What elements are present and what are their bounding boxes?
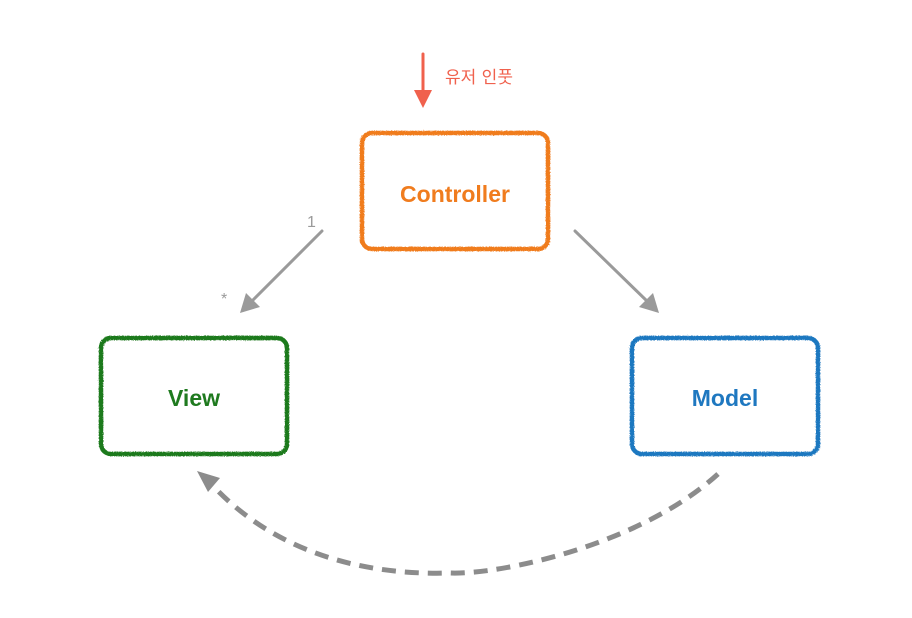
view-multiplicity-label: * bbox=[221, 291, 227, 308]
controller-to-model-arrow bbox=[573, 229, 659, 313]
controller-node[interactable]: Controller bbox=[359, 130, 551, 252]
controller-label: Controller bbox=[400, 181, 510, 207]
model-node[interactable]: Model bbox=[629, 335, 821, 457]
model-to-view-dashed-arrow bbox=[197, 471, 720, 576]
controller-multiplicity-label: 1 bbox=[307, 214, 316, 231]
user-input-arrow bbox=[414, 52, 432, 108]
view-label: View bbox=[168, 385, 220, 411]
user-input-label: 유저 인풋 bbox=[445, 68, 513, 88]
model-label: Model bbox=[692, 385, 758, 411]
view-node[interactable]: View bbox=[98, 335, 290, 457]
controller-to-view-arrow bbox=[240, 229, 324, 313]
